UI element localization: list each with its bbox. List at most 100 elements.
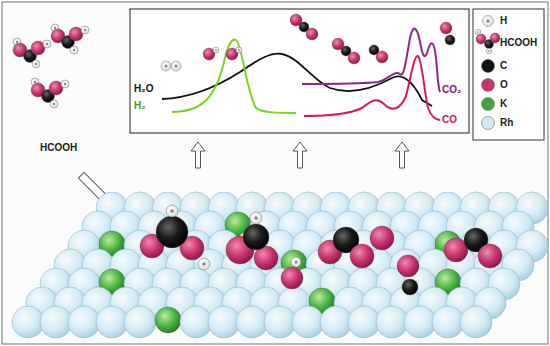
hydrogen-dot <box>170 209 174 213</box>
legend-sample <box>482 98 495 111</box>
gas-molecules <box>13 14 455 108</box>
legend-hydrogen-symbol <box>475 29 481 35</box>
curve-label: CO <box>442 114 457 126</box>
legend-label: O <box>500 79 508 91</box>
legend-hydrogen-symbol <box>483 16 494 27</box>
legend-swatch <box>482 79 495 92</box>
h2-curve <box>172 40 296 113</box>
hydrogen-atom <box>166 205 178 217</box>
hydrogen-dot <box>16 41 18 43</box>
hydrogen-dot <box>73 49 75 51</box>
legend-oxygen-symbol <box>490 33 500 43</box>
legend-swatch <box>482 60 495 73</box>
legend-label: H <box>500 15 507 27</box>
rhodium-atom <box>348 306 380 338</box>
rhodium-atom <box>320 306 352 338</box>
legend-hydrogen-symbol <box>486 48 492 54</box>
hydrogen-dot <box>34 81 36 83</box>
rhodium-atom <box>432 306 464 338</box>
hydrogen-dot <box>486 19 489 22</box>
desorption-arrow <box>395 142 409 168</box>
spectrum-panel <box>130 9 469 133</box>
rhodium-atom <box>96 306 128 338</box>
curve-label: CO₂ <box>442 84 461 96</box>
hydrogen-dot <box>64 83 66 85</box>
hydrogen-dot <box>46 43 48 45</box>
adsorbates <box>140 205 502 295</box>
curve-label: H₂ <box>134 100 146 112</box>
hydrogen-dot <box>238 49 240 51</box>
legend-sample <box>482 60 495 73</box>
legend-sample <box>483 16 494 27</box>
oxygen-atom <box>370 226 394 250</box>
hydrogen-atom <box>161 61 171 71</box>
rhodium-atom <box>264 306 296 338</box>
hydrogen-atom <box>70 46 78 54</box>
desorption-arrow <box>191 142 205 168</box>
reactant-label: HCOOH <box>40 142 77 154</box>
hydrogen-dot <box>295 261 298 264</box>
carbon-atom <box>243 224 269 250</box>
rhodium-atom <box>236 306 268 338</box>
co-curve <box>304 56 440 120</box>
desorption-arrow <box>293 142 307 168</box>
legend-label: K <box>500 98 507 110</box>
hydrogen-dot <box>215 49 217 51</box>
oxygen-atom <box>306 28 318 40</box>
rhodium-atom <box>12 306 44 338</box>
formic-acid-molecule <box>13 38 51 68</box>
hydrogen-atom <box>81 26 89 34</box>
hydrogen-dot <box>35 63 37 65</box>
rhodium-atom <box>124 306 156 338</box>
legend-box <box>473 9 544 140</box>
hydrogen-dot <box>165 65 168 68</box>
legend-label: Rh <box>500 117 513 129</box>
rh-surface <box>12 192 548 338</box>
legend-label: C <box>500 60 507 72</box>
h2o-curve <box>162 54 432 106</box>
hydrogen-dot <box>202 262 206 266</box>
rhodium-atom <box>208 306 240 338</box>
legend-swatches <box>475 16 500 130</box>
legend-swatch <box>482 98 495 111</box>
potassium-atom <box>155 307 181 333</box>
formic-acid-molecule <box>51 24 89 54</box>
hydrogen-dot <box>488 50 490 52</box>
hydrogen-atom <box>61 80 69 88</box>
hydrogen-atom <box>50 100 58 108</box>
rhodium-atom <box>460 306 492 338</box>
desorption-curves <box>162 29 440 120</box>
legend-sample <box>475 29 500 54</box>
hydrogen-dot <box>54 27 56 29</box>
curve-label: H₂O <box>134 83 153 95</box>
carbon-atom <box>156 216 188 248</box>
legend-oxygen-symbol <box>476 34 486 44</box>
hydrogen-atom <box>32 60 40 68</box>
carbon-atom <box>445 35 455 45</box>
hydrogen-atom <box>198 258 210 270</box>
oxygen-atom <box>281 267 303 289</box>
rhodium-atom <box>404 306 436 338</box>
legend-label: HCOOH <box>500 37 537 49</box>
hydrogen-dot <box>53 103 55 105</box>
rhodium-atom <box>180 306 212 338</box>
hydrogen-atom <box>236 47 242 53</box>
hydrogen-atom <box>171 61 181 71</box>
oxygen-atom <box>440 22 452 34</box>
legend-swatch <box>482 117 495 130</box>
rhodium-atom <box>40 306 72 338</box>
hydrogen-dot <box>254 216 258 220</box>
hydrogen-dot <box>175 65 178 68</box>
oxygen-atom <box>348 52 360 64</box>
formic-acid-molecule <box>31 78 69 108</box>
oxygen-atom <box>376 51 388 63</box>
carbon-atom <box>402 279 418 295</box>
hydrogen-dot <box>84 29 86 31</box>
oxygen-atom <box>478 244 502 268</box>
rhodium-atom <box>68 306 100 338</box>
hydrogen-atom <box>291 257 301 267</box>
legend-sample <box>482 79 495 92</box>
